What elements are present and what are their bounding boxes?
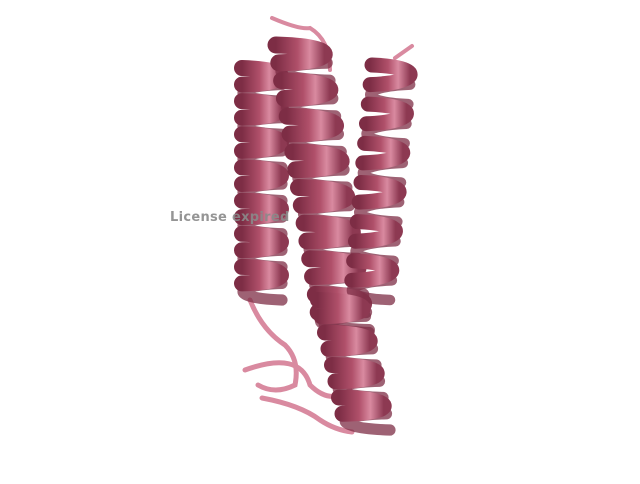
helix-turn [267, 36, 333, 72]
license-watermark: License expired [170, 210, 290, 225]
helix-turn [348, 214, 403, 249]
helix-turn [284, 143, 350, 179]
coil-bottom-left [247, 297, 299, 393]
helix-turn [234, 93, 289, 126]
helix-turn [278, 107, 344, 143]
helix-turn [324, 357, 385, 390]
helix-turn [359, 96, 414, 132]
helix-turn [234, 126, 289, 159]
helix-turn [362, 57, 418, 93]
helix-turn [344, 253, 400, 288]
helix-lower [310, 292, 396, 436]
helix-turn [331, 389, 392, 422]
helix-turn [234, 225, 289, 259]
coil-bottom-lower [259, 395, 355, 435]
helix-turn [310, 292, 371, 325]
helix-turn [234, 192, 289, 226]
coil-top-right [393, 44, 414, 60]
helix-turn [317, 324, 378, 357]
helix-turn [355, 135, 411, 171]
helix-turn [234, 159, 289, 192]
helix-right [344, 57, 418, 306]
helix-turn [273, 72, 339, 107]
helix-turn [290, 179, 356, 214]
helix-left [234, 60, 289, 306]
helix-turn [295, 214, 361, 250]
helix-turn [351, 175, 407, 210]
helix-turn [234, 258, 289, 292]
helix-group [234, 16, 418, 436]
